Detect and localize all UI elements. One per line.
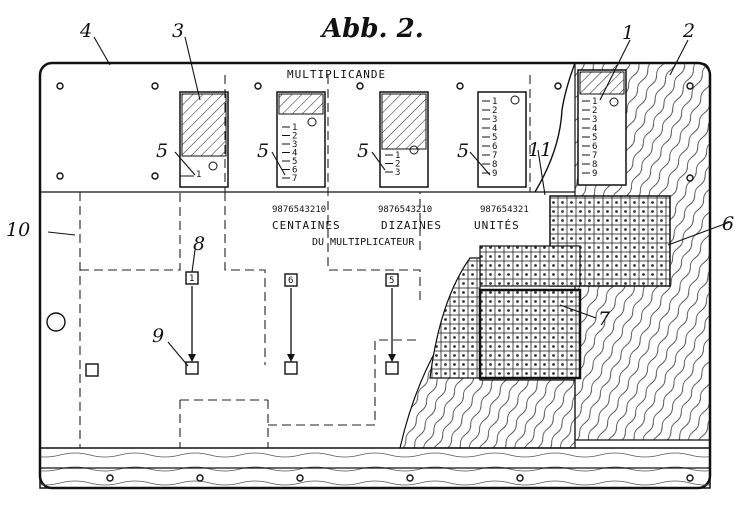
scale-number: 5 — [492, 133, 497, 143]
label-multiplicande: MULTIPLICANDE — [287, 68, 386, 81]
slider-window-3[interactable]: 123 — [379, 91, 429, 188]
scale-centaines: 9876543210 — [272, 205, 326, 215]
knob-column-3[interactable]: 5 — [385, 273, 399, 375]
callout-5-c: 5 — [357, 140, 369, 162]
callout-5-b: 5 — [257, 140, 269, 162]
table-lower — [478, 288, 582, 380]
callout-1: 1 — [622, 22, 634, 44]
knob-3-digit: 5 — [389, 276, 394, 286]
scale-number: 1 — [492, 97, 497, 107]
callout-7: 7 — [598, 308, 611, 330]
scale-number: 1 — [395, 151, 400, 161]
scale-number: 2 — [292, 132, 297, 142]
scale-number: 3 — [292, 140, 297, 150]
callout-leaders — [47, 36, 731, 367]
table-curved — [429, 257, 481, 379]
callout-11: 11 — [528, 139, 552, 161]
scale-number: 5 — [592, 133, 597, 143]
label-centaines: CENTAINES — [272, 219, 341, 232]
table-mid — [479, 245, 581, 287]
scale-number: 2 — [592, 106, 597, 116]
scale-number: 5 — [292, 157, 297, 167]
scale-number: 3 — [492, 115, 497, 125]
scale-number: 2 — [492, 106, 497, 116]
scale-number: 6 — [592, 142, 597, 152]
scale-number: 7 — [592, 151, 597, 161]
callout-5-d: 5 — [457, 140, 469, 162]
callout-5-a: 5 — [156, 140, 168, 162]
label-unites: UNITÉS — [474, 219, 520, 232]
scale-number: 8 — [492, 160, 497, 170]
scale-number: 6 — [292, 166, 297, 176]
scale-number: 8 — [592, 160, 597, 170]
callout-6: 6 — [722, 213, 734, 235]
scale-unites: 987654321 — [480, 205, 529, 215]
scale-number: 7 — [292, 174, 297, 184]
scale-number: 3 — [395, 168, 400, 178]
scale-number: 4 — [492, 124, 497, 134]
scale-number: 7 — [492, 151, 497, 161]
scale-number: 9 — [492, 169, 497, 179]
scale-number: 1 — [592, 97, 597, 107]
callout-3: 3 — [172, 20, 184, 42]
dashed-guides — [79, 75, 531, 448]
board-holes — [46, 82, 694, 482]
scale-number: 6 — [492, 142, 497, 152]
scale-dizaines: 9876543210 — [378, 205, 432, 215]
scale-number: 9 — [592, 169, 597, 179]
scale-number: 4 — [592, 124, 597, 134]
callout-4: 4 — [79, 20, 92, 42]
scale-number: 1 — [292, 123, 297, 133]
knob-column-2[interactable]: 6 — [284, 273, 298, 375]
knob-left[interactable] — [85, 363, 99, 377]
callout-2: 2 — [682, 20, 695, 42]
knob-2-digit: 6 — [288, 276, 293, 286]
callout-8: 8 — [193, 233, 205, 255]
knob-column-1[interactable]: 1 — [185, 271, 199, 375]
slider-1-digit: 1 — [196, 170, 201, 180]
callout-10: 10 — [6, 219, 30, 241]
scale-number: 3 — [592, 115, 597, 125]
scale-number: 4 — [292, 149, 297, 159]
slider-window-1[interactable]: 1 — [179, 91, 229, 188]
label-dizaines: DIZAINES — [381, 219, 442, 232]
scale-number: 2 — [395, 160, 400, 170]
knob-1-digit: 1 — [189, 274, 194, 284]
callout-9: 9 — [152, 325, 164, 347]
label-du-multiplicateur: DU MULTIPLICATEUR — [312, 237, 415, 248]
figure-title: Abb. 2. — [319, 14, 424, 44]
